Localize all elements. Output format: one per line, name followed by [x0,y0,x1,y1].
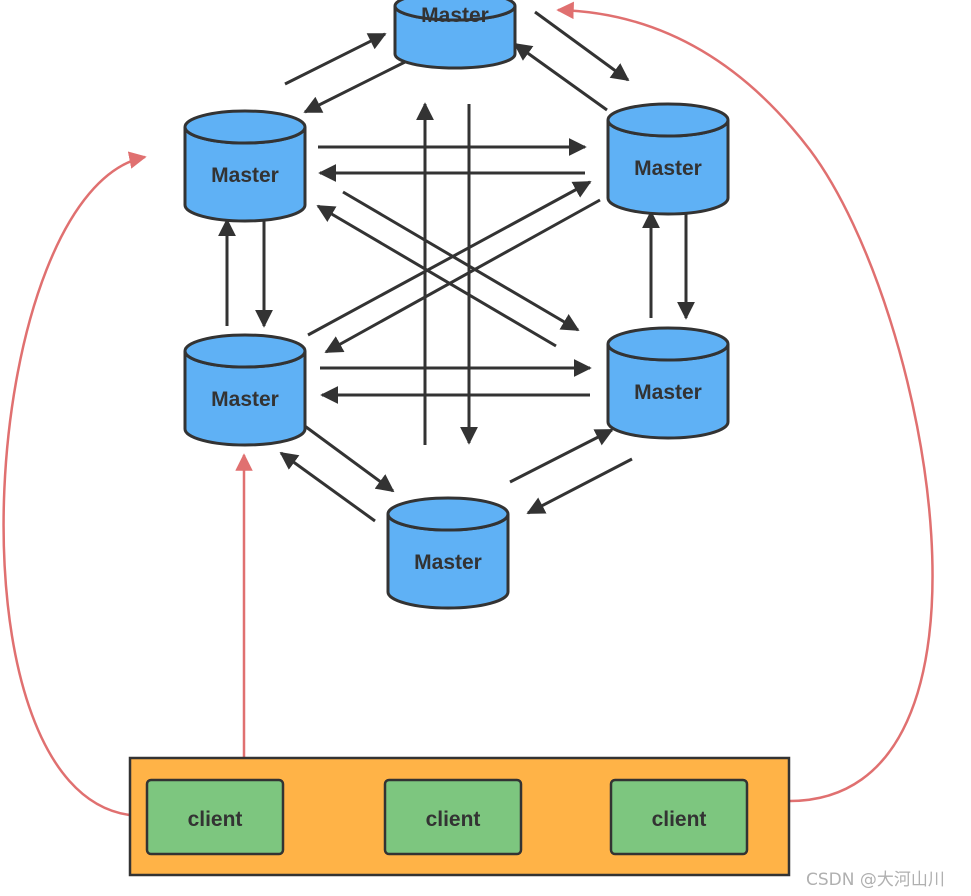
master-label: Master [421,4,489,27]
client-rect [609,778,749,856]
master-cylinder-lid [606,326,730,362]
arrow-ul-to-top [284,32,387,86]
arrow-ll-to-ur [307,180,592,337]
master-node-bottom: Master [386,496,510,610]
client-arrows [2,1,934,817]
watermark: CSDN @大河山川 [806,870,945,890]
arrow-ur-to-top [513,42,608,112]
master-label: Master [211,388,279,411]
client-rect [145,778,285,856]
arrow-top-to-ul [303,60,406,114]
arrow-lr-to-bottom [526,457,633,515]
master-cylinder-lid [393,0,517,22]
arrow-bottom-to-lr [509,428,614,484]
master-label: Master [634,157,702,180]
master-cylinder-lid [386,496,510,532]
arrow-bottom-to-ll [279,451,376,523]
replication-arrows [218,10,695,523]
master-cylinder-lid [183,109,307,145]
arrow-ur-to-ll [324,198,601,354]
master-label: Master [634,381,702,404]
client-rect [383,778,523,856]
arrow-client-to-top [556,1,934,803]
master-node-upper-left: Master [183,109,307,223]
arrow-client-to-upper-left [2,151,147,817]
master-cylinder-lid [183,333,307,369]
client-label: client [652,808,707,831]
client-box: client [383,778,523,856]
master-label: Master [414,551,482,574]
master-node-lower-right: Master [606,326,730,440]
master-node-upper-right: Master [606,102,730,216]
master-cylinder-lid [606,102,730,138]
client-group: client client client [128,756,791,877]
arrow-top-to-ur [534,10,630,82]
client-box: client [609,778,749,856]
master-label: Master [211,164,279,187]
client-label: client [188,808,243,831]
arrow-lr-to-ul [316,204,557,348]
client-label: client [426,808,481,831]
master-node-top: Master [393,0,517,70]
master-node-lower-left: Master [183,333,307,447]
arrow-ll-to-bottom [301,422,395,493]
client-box: client [145,778,285,856]
arrow-ul-to-lr [342,190,580,332]
